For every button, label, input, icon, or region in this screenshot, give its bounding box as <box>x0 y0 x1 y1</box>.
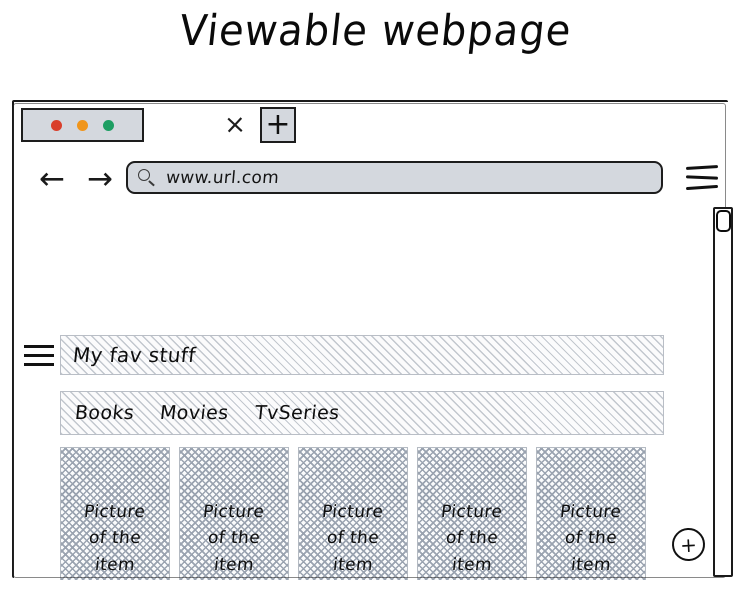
thumb-line-1: Picture <box>202 501 266 522</box>
window-close-dot-icon[interactable] <box>51 119 62 131</box>
item-thumbnail[interactable]: Picture of the item <box>536 447 646 580</box>
vertical-scrollbar-track[interactable] <box>713 207 733 577</box>
back-button[interactable]: ← <box>39 160 65 197</box>
browser-window: × + ← → www.url.com My fav stuff <box>12 100 730 580</box>
item-card[interactable]: Picture of the item Name of the item Rat… <box>417 447 527 580</box>
window-maximize-dot-icon[interactable] <box>103 119 114 131</box>
site-menu-icon[interactable] <box>24 345 54 369</box>
item-thumbnail[interactable]: Picture of the item <box>179 447 289 580</box>
nav-item-tvseries[interactable]: TvSeries <box>253 402 341 424</box>
nav-item-books[interactable]: Books <box>73 402 136 424</box>
thumb-line-3: item <box>212 554 256 575</box>
browser-tabstrip: × + <box>14 102 730 150</box>
item-card[interactable]: Picture of the item Name of the item Rat… <box>179 447 289 580</box>
item-card[interactable]: Picture of the item Name of the item Rat… <box>60 447 170 580</box>
thumb-line-1: Picture <box>559 501 623 522</box>
thumb-line-3: item <box>331 554 375 575</box>
item-card[interactable]: Picture of the item Name of the item Rat… <box>298 447 408 580</box>
thumb-line-2: of the <box>87 528 143 549</box>
new-tab-button[interactable]: + <box>260 107 296 143</box>
item-thumbnail[interactable]: Picture of the item <box>60 447 170 580</box>
add-item-button[interactable]: + <box>671 527 706 562</box>
thumb-line-3: item <box>93 554 137 575</box>
thumb-line-1: Picture <box>440 501 504 522</box>
forward-button[interactable]: → <box>87 160 113 197</box>
item-card-grid: Picture of the item Name of the item Rat… <box>48 447 648 580</box>
thumb-line-3: item <box>450 554 494 575</box>
url-bar[interactable]: www.url.com <box>126 161 663 194</box>
page-viewport: My fav stuff Books Movies TvSeries Pictu… <box>14 207 730 580</box>
site-header-title: My fav stuff <box>71 343 198 367</box>
site-header-bar: My fav stuff <box>60 335 664 375</box>
site-nav-bar: Books Movies TvSeries <box>60 391 664 435</box>
thumb-line-1: Picture <box>83 501 147 522</box>
page-title: Viewable webpage <box>176 6 574 56</box>
window-minimize-dot-icon[interactable] <box>77 119 88 131</box>
item-thumbnail[interactable]: Picture of the item <box>298 447 408 580</box>
thumb-line-2: of the <box>206 528 262 549</box>
url-input[interactable]: www.url.com <box>165 167 280 188</box>
vertical-scrollbar-thumb[interactable] <box>716 210 731 232</box>
nav-item-movies[interactable]: Movies <box>159 402 230 424</box>
search-icon <box>138 168 156 187</box>
thumb-line-2: of the <box>325 528 381 549</box>
item-thumbnail[interactable]: Picture of the item <box>417 447 527 580</box>
thumb-line-2: of the <box>444 528 500 549</box>
thumb-line-3: item <box>569 554 613 575</box>
tab-close-button[interactable]: × <box>223 109 247 141</box>
window-controls-tab[interactable] <box>21 108 144 142</box>
browser-toolbar: ← → www.url.com <box>14 150 730 207</box>
item-card[interactable]: Picture of the item Name of the item Rat… <box>536 447 646 580</box>
thumb-line-2: of the <box>563 528 619 549</box>
thumb-line-1: Picture <box>321 501 385 522</box>
browser-menu-icon[interactable] <box>685 165 719 191</box>
